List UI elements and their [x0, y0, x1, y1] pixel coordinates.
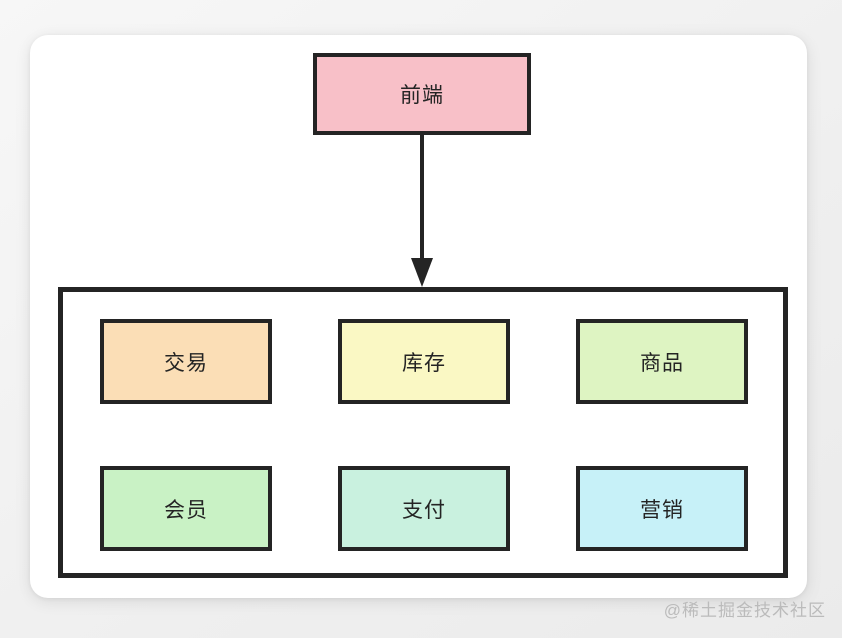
- node-inventory: 库存: [338, 319, 510, 404]
- module-group-container: 交易 库存 商品 会员 支付 营销: [58, 287, 788, 578]
- node-member-label: 会员: [164, 498, 208, 522]
- node-inventory-label: 库存: [402, 351, 446, 375]
- node-payment: 支付: [338, 466, 510, 551]
- node-marketing-label: 营销: [640, 498, 684, 522]
- watermark: @稀土掘金技术社区: [663, 601, 826, 620]
- node-trade-label: 交易: [164, 351, 208, 375]
- node-product: 商品: [576, 319, 748, 404]
- node-product-label: 商品: [640, 351, 684, 375]
- node-frontend-label: 前端: [400, 84, 444, 107]
- node-trade: 交易: [100, 319, 272, 404]
- node-member: 会员: [100, 466, 272, 551]
- node-payment-label: 支付: [402, 498, 446, 522]
- diagram-canvas: 前端 交易 库存 商品 会员 支付 营销: [30, 35, 807, 598]
- arrow-down-connector: [411, 135, 433, 287]
- node-marketing: 营销: [576, 466, 748, 551]
- node-frontend: 前端: [313, 53, 531, 135]
